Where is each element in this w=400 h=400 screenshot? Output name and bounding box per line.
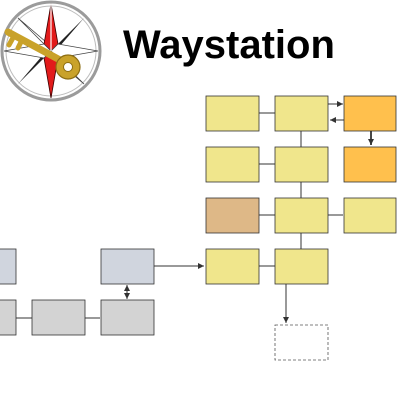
node-t-r3-c1 — [205, 197, 260, 234]
node-y-r3-c2 — [274, 197, 329, 234]
node-y-r2-c1 — [205, 146, 260, 183]
key-icon — [4, 28, 81, 80]
compass-key-icon — [0, 0, 102, 102]
star-point-ne — [51, 18, 84, 51]
node-o-r2-c3 — [343, 146, 397, 183]
node-gb-mid — [100, 248, 155, 285]
node-g-right — [100, 299, 155, 336]
node-y-r4-c1 — [205, 248, 260, 285]
node-y-r1-c1 — [205, 95, 260, 132]
node-y-r2-c2 — [274, 146, 329, 183]
node-y-r1-c2 — [274, 95, 329, 132]
page-title: Waystation — [123, 23, 335, 67]
star-point-sw — [18, 51, 51, 84]
node-dashed-bottom — [274, 324, 329, 361]
node-g-left — [0, 299, 17, 336]
node-gb-left — [0, 248, 17, 285]
node-y-r4-c2 — [274, 248, 329, 285]
node-g-mid — [31, 299, 86, 336]
node-y-r3-c3 — [343, 197, 397, 234]
node-o-r1-c3 — [343, 95, 397, 132]
